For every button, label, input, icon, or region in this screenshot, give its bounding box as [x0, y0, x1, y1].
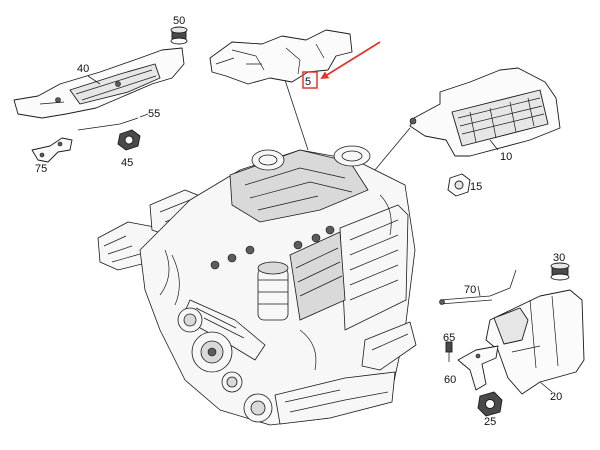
- callout-25: 25: [484, 416, 496, 428]
- part-60-bracket: [457, 345, 499, 391]
- part-15-nut: [447, 173, 471, 197]
- part-5-heat-shield: [209, 29, 353, 151]
- part-5-highlight: [302, 41, 381, 89]
- callout-60: 60: [444, 374, 456, 386]
- callout-50: 50: [173, 15, 185, 27]
- callout-30: 30: [553, 252, 565, 264]
- part-30-grommet: [550, 262, 570, 281]
- part-25-nut: [477, 391, 503, 417]
- part-70-rod: [439, 269, 517, 305]
- head-bolts: [210, 225, 335, 270]
- part-55-rod: [77, 113, 149, 131]
- highlight-arrow: [320, 41, 381, 80]
- callout-65: 65: [443, 332, 455, 344]
- part-65-bolt: [445, 341, 453, 362]
- callout-55: 55: [148, 108, 160, 120]
- callout-40: 40: [77, 63, 89, 75]
- callout-70: 70: [464, 284, 476, 296]
- callout-10: 10: [500, 151, 512, 163]
- part-50-grommet: [170, 26, 188, 45]
- part-75-bracket: [31, 137, 73, 163]
- part-20-heat-shield: [485, 289, 585, 395]
- callout-15: 15: [470, 181, 482, 193]
- part-10-cover: [374, 67, 561, 171]
- callout-45: 45: [121, 157, 133, 169]
- callout-20: 20: [550, 391, 562, 403]
- callout-numbers: 5 10 15 20 25 30 40 45 50 55 60 65 70 75: [35, 15, 565, 428]
- callout-75: 75: [35, 163, 47, 175]
- callout-5: 5: [305, 76, 311, 88]
- part-45-nut: [117, 129, 141, 151]
- highlight-box: [302, 71, 318, 89]
- engine-assembly: [97, 145, 417, 426]
- callout-leaders: [87, 75, 553, 393]
